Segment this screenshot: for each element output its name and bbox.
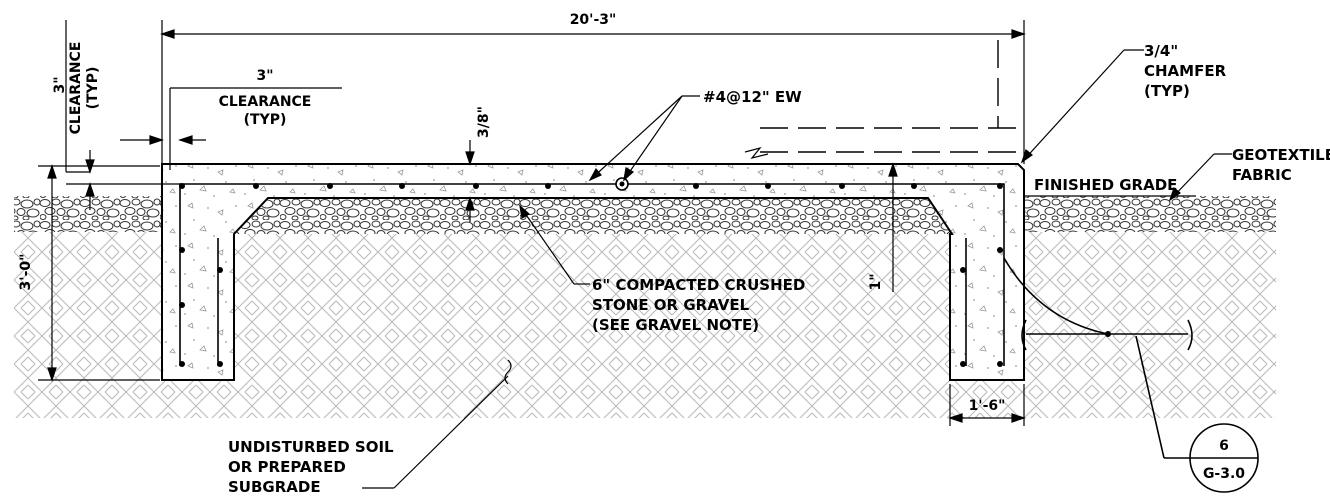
detail-bubble[interactable]: 6 G-3.0 bbox=[1189, 423, 1259, 493]
chamfer-line1: 3/4" bbox=[1144, 42, 1178, 60]
finished-grade-label: FINISHED GRADE bbox=[1034, 176, 1177, 194]
rebar-callout-leader bbox=[588, 95, 700, 182]
clearance-top-line1: CLEARANCE bbox=[219, 94, 312, 110]
clearance-side-line1: CLEARANCE bbox=[68, 42, 84, 135]
dim-overall-width-label: 20'-3" bbox=[570, 12, 617, 28]
detail-leader-dot bbox=[1105, 331, 1111, 337]
continuation-lines bbox=[760, 40, 1024, 153]
soil-line2: OR PREPARED bbox=[228, 458, 346, 476]
gravel-line2: STONE OR GRAVEL bbox=[592, 296, 750, 314]
clearance-side-leader bbox=[65, 20, 180, 210]
clearance-top-line2: (TYP) bbox=[244, 112, 287, 128]
dim-slab-offset-label: 3/8" bbox=[476, 106, 492, 138]
clearance-top-value: 3" bbox=[256, 68, 273, 84]
rebar-callout-label: #4@12" EW bbox=[703, 88, 802, 106]
dimension-slab-offset bbox=[465, 140, 475, 222]
gravel-leader bbox=[519, 204, 590, 285]
dim-footing-width-label: 1'-6" bbox=[969, 398, 1006, 414]
detail-sheet: G-3.0 bbox=[1203, 466, 1245, 482]
clearance-top-leader bbox=[120, 87, 342, 170]
gravel-line1: 6" COMPACTED CRUSHED bbox=[592, 276, 805, 294]
clearance-side-line2: (TYP) bbox=[85, 67, 101, 110]
dimension-depth bbox=[38, 164, 160, 382]
dim-chamfer-rise-label: 1" bbox=[868, 273, 884, 290]
rebar-outline bbox=[179, 183, 1005, 366]
rebar-dots bbox=[179, 177, 1003, 367]
concrete-slab bbox=[161, 163, 1025, 381]
dimension-chamfer-rise bbox=[888, 162, 898, 292]
dimension-footing-width bbox=[948, 384, 1026, 426]
chamfer-line2: CHAMFER bbox=[1144, 62, 1227, 80]
break-line bbox=[744, 146, 769, 160]
geotextile-leader bbox=[1168, 153, 1232, 202]
soil-line1: UNDISTURBED SOIL bbox=[228, 438, 394, 456]
geotextile-line1: GEOTEXTILE bbox=[1232, 146, 1330, 164]
dimension-overall-width bbox=[160, 20, 1026, 164]
soil-line3: SUBGRADE bbox=[228, 478, 321, 496]
chamfer-leader bbox=[1020, 49, 1144, 164]
soil-leader bbox=[362, 359, 512, 489]
gravel-line3: (SEE GRAVEL NOTE) bbox=[592, 316, 759, 334]
clearance-side-value: 3" bbox=[52, 76, 68, 93]
chamfer-line3: (TYP) bbox=[1144, 82, 1190, 100]
detail-number: 6 bbox=[1219, 438, 1229, 454]
geotextile-line2: FABRIC bbox=[1232, 166, 1292, 184]
gravel-layer bbox=[14, 196, 1276, 234]
dim-depth-label: 3'-0" bbox=[18, 254, 34, 291]
